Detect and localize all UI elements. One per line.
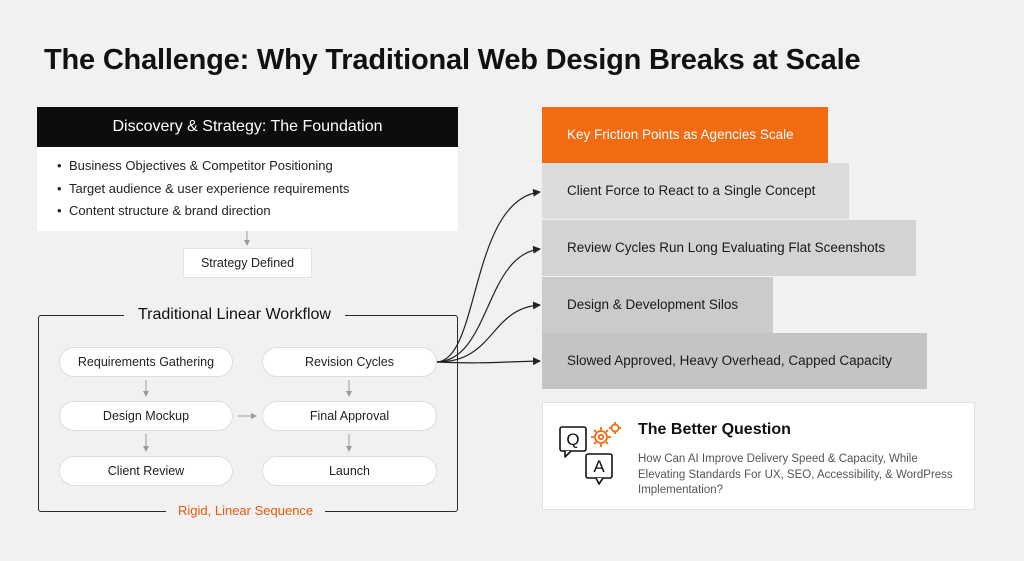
discovery-item: Business Objectives & Competitor Positio… [57, 155, 458, 178]
page-title: The Challenge: Why Traditional Web Desig… [44, 44, 861, 76]
discovery-list: Business Objectives & Competitor Positio… [37, 147, 458, 223]
discovery-item: Target audience & user experience requir… [57, 178, 458, 201]
icon-letter-q: Q [566, 430, 579, 449]
better-question-card: Q A The Better Question How Can AI Impro… [542, 402, 975, 510]
better-question-title: The Better Question [638, 421, 791, 438]
workflow-footer: Rigid, Linear Sequence [166, 501, 326, 521]
workflow-title: Traditional Linear Workflow [124, 303, 345, 327]
step-revision-cycles: Revision Cycles [262, 347, 437, 377]
friction-item-2: Review Cycles Run Long Evaluating Flat S… [542, 220, 916, 276]
discovery-card: Discovery & Strategy: The Foundation Bus… [37, 107, 458, 231]
discovery-item: Content structure & brand direction [57, 200, 458, 223]
step-client-review: Client Review [59, 456, 233, 486]
friction-heading: Key Friction Points as Agencies Scale [542, 107, 828, 163]
step-design-mockup: Design Mockup [59, 401, 233, 431]
discovery-heading: Discovery & Strategy: The Foundation [37, 107, 458, 147]
icon-letter-a: A [593, 457, 605, 476]
step-requirements-gathering: Requirements Gathering [59, 347, 233, 377]
strategy-defined-box: Strategy Defined [183, 248, 312, 278]
friction-item-3: Design & Development Silos [542, 277, 773, 333]
friction-item-1: Client Force to React to a Single Concep… [542, 163, 849, 219]
step-launch: Launch [262, 456, 437, 486]
better-question-text: How Can AI Improve Delivery Speed & Capa… [638, 453, 953, 496]
friction-item-4: Slowed Approved, Heavy Overhead, Capped … [542, 333, 927, 389]
qa-chat-gear-icon: Q A [559, 422, 621, 485]
step-final-approval: Final Approval [262, 401, 437, 431]
